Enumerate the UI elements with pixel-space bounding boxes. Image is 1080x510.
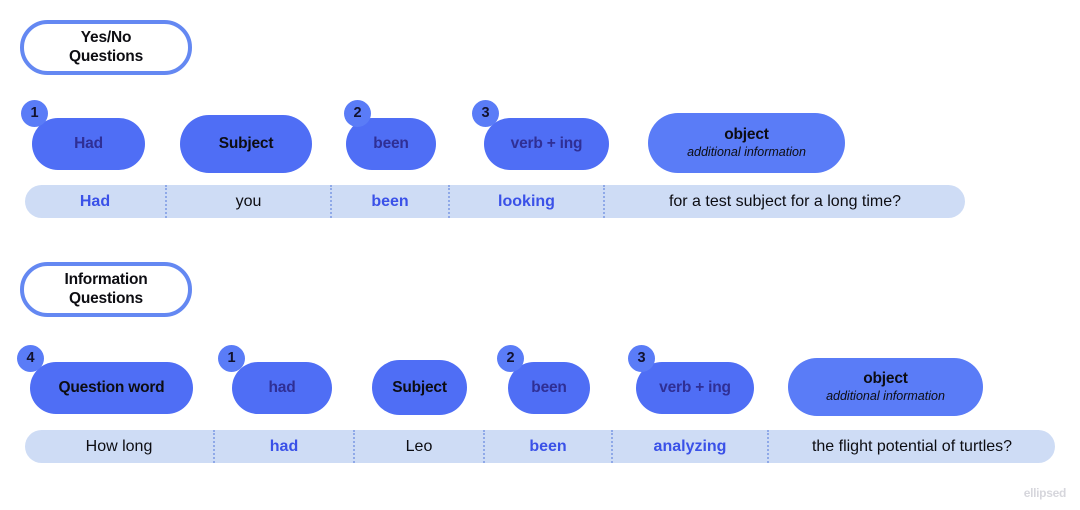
structure-pill-label: object (724, 126, 769, 144)
section-header-line1: Information (64, 271, 148, 289)
step-badge-1: 1 (21, 100, 48, 127)
section-header-yesno: Yes/No Questions (20, 20, 192, 75)
structure-pill-been: been (346, 118, 436, 170)
sentence-segment: had (213, 430, 353, 463)
sentence-segment: you (165, 185, 330, 218)
structure-pill-label: been (531, 379, 567, 397)
example-sentence-bar-information: How long had Leo been analyzing the flig… (25, 430, 1055, 463)
structure-pill-object: object additional information (648, 113, 845, 173)
step-badge-2: 2 (497, 345, 524, 372)
structure-pill-question-word: Question word (30, 362, 193, 414)
step-badge-1: 1 (218, 345, 245, 372)
structure-pill-sublabel: additional information (826, 388, 945, 403)
sentence-segment: Leo (353, 430, 483, 463)
structure-pill-label: Question word (58, 379, 165, 397)
structure-pill-been: been (508, 362, 590, 414)
structure-pill-label: been (373, 135, 409, 153)
step-badge-2: 2 (344, 100, 371, 127)
example-sentence-bar-yesno: Had you been looking for a test subject … (25, 185, 965, 218)
structure-pill-had: had (232, 362, 332, 414)
sentence-segment: the flight potential of turtles? (767, 430, 1055, 463)
section-header-line2: Questions (68, 289, 143, 307)
brand-watermark: ellipsed (1023, 486, 1067, 500)
structure-pill-label: Subject (218, 135, 274, 153)
sentence-segment: been (483, 430, 611, 463)
structure-pill-label: Had (74, 135, 103, 153)
structure-pill-sublabel: additional information (687, 144, 806, 159)
step-badge-3: 3 (628, 345, 655, 372)
structure-pill-label: verb + ing (510, 135, 583, 153)
sentence-segment: looking (448, 185, 603, 218)
sentence-segment: for a test subject for a long time? (603, 185, 965, 218)
structure-pill-label: Subject (392, 378, 447, 396)
structure-pill-verb-ing: verb + ing (484, 118, 609, 170)
sentence-segment: Had (79, 192, 111, 210)
structure-pill-label: object (863, 370, 908, 388)
section-header-line1: Yes/No (80, 29, 132, 47)
structure-pill-label: verb + ing (659, 379, 731, 397)
step-badge-4: 4 (17, 345, 44, 372)
structure-pill-verb-ing: verb + ing (636, 362, 754, 414)
section-header-line2: Questions (69, 47, 143, 65)
structure-pill-had: Had (32, 118, 145, 170)
structure-pill-subject: Subject (372, 360, 467, 415)
sentence-segment: How long (85, 437, 153, 455)
sentence-segment: been (330, 185, 448, 218)
structure-pill-label: had (268, 379, 296, 397)
structure-pill-object: object additional information (788, 358, 983, 416)
structure-pill-subject: Subject (180, 115, 312, 173)
section-header-information: Information Questions (20, 262, 192, 317)
step-badge-3: 3 (472, 100, 499, 127)
sentence-segment: analyzing (611, 430, 767, 463)
